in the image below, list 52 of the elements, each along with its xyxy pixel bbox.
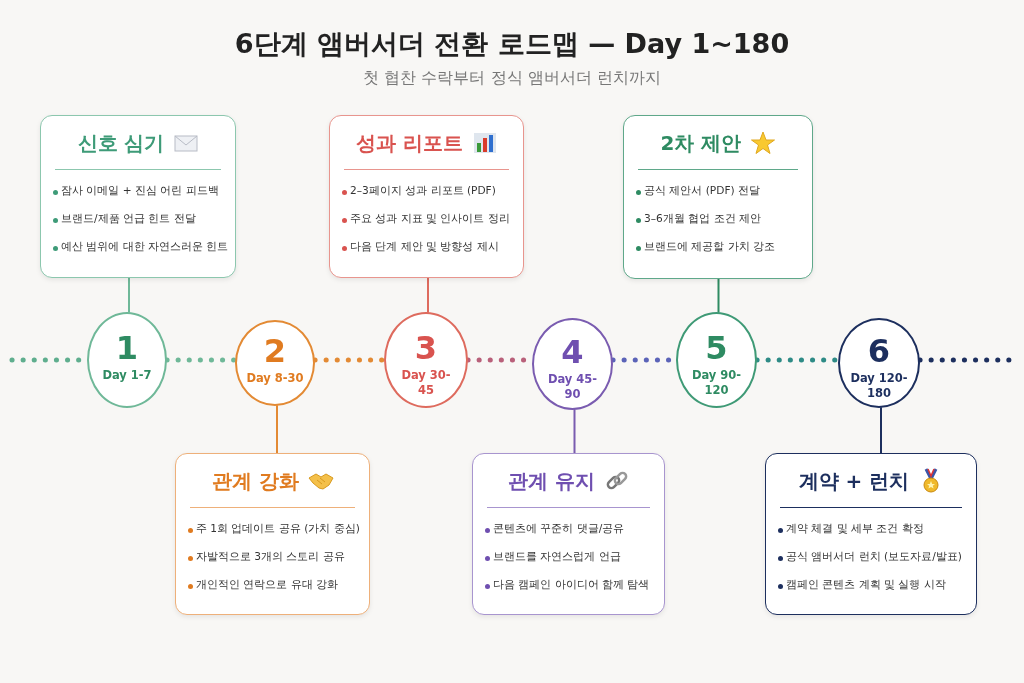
dotted-timeline-line (312, 357, 387, 363)
day-range: Day 90-120 (690, 368, 743, 398)
bullet-text: 계약 체결 및 세부 조건 확정 (786, 522, 925, 536)
bullet-text: 주 1회 업데이트 공유 (가치 중심) (196, 522, 361, 536)
card-heading: 관계 강화 (212, 469, 299, 493)
step-number: 1 (114, 332, 140, 364)
milestone-card (175, 453, 370, 615)
bullet-text: 콘텐츠에 꾸준히 댓글/공유 (493, 522, 626, 536)
bullet-text: 브랜드를 자연스럽게 언급 (493, 550, 622, 564)
bullet-text: 잠사 이메일 + 진심 어린 피드백 (61, 184, 220, 198)
card-heading: 관계 유지 (508, 469, 595, 493)
bullet-text: 공식 앰버서더 런치 (보도자료/발표) (786, 550, 963, 564)
connector-line (128, 277, 130, 313)
card-heading: 2차 제안 (660, 131, 742, 155)
milestone-card (40, 115, 236, 278)
bullet-text: 브랜드에 제공할 가치 강조 (644, 240, 777, 254)
day-range: Day 120-180 (849, 371, 909, 401)
step-number: 4 (560, 336, 585, 368)
day-range: Day 30-45 (400, 368, 452, 398)
card-heading: 성과 리포트 (356, 131, 463, 155)
bullet-text: 캠페인 콘텐츠 계획 및 실행 시작 (786, 578, 947, 592)
connector-line (573, 409, 576, 454)
connector-line (880, 407, 882, 454)
bullet-text: 개인적인 연락으로 유대 강화 (196, 578, 340, 592)
diagram-title: 6단계 앰버서더 전환 로드맵 — Day 1~180 (233, 27, 791, 61)
connector-line (276, 405, 278, 454)
connector-line (717, 278, 720, 313)
bullet-text: 3–6개월 협업 조건 제안 (644, 212, 762, 226)
day-range: Day 1-7 (101, 368, 153, 383)
step-number: 5 (704, 332, 729, 364)
bullet-text: 2–3페이지 성과 리포트 (PDF) (350, 184, 497, 198)
card-heading: 계약 + 런치 (798, 469, 910, 493)
subtitle: 첫 협찬 수락부터 정식 앰버서더 런치까지 (362, 68, 662, 89)
step-number: 3 (413, 332, 439, 364)
bullet-text: 주요 성과 지표 및 인사이트 정리 (350, 212, 511, 226)
bullet-text: 자발적으로 3개의 스토리 공유 (196, 550, 346, 564)
card-heading: 신호 심기 (77, 131, 165, 155)
day-range: Day 45-90 (546, 372, 599, 402)
dotted-timeline-line (164, 357, 238, 363)
bullet-text: 다음 캠페인 아이디어 함께 탐색 (493, 578, 651, 592)
milestone-card (472, 453, 665, 615)
bullet-text: 브랜드/제품 언급 힌트 전달 (61, 212, 197, 226)
connector-line (427, 277, 429, 313)
step-number: 2 (262, 335, 288, 367)
milestone-card (623, 115, 813, 279)
bullet-text: 공식 제안서 (PDF) 전달 (644, 184, 761, 198)
milestone-card (765, 453, 977, 615)
step-number: 6 (866, 335, 892, 367)
bullet-text: 예산 범위에 대한 자연스러운 힌트 (61, 240, 229, 254)
bullet-text: 다음 단계 제안 및 방향성 제시 (350, 240, 500, 254)
day-range: Day 8-30 (245, 371, 305, 386)
milestone-card (329, 115, 524, 278)
